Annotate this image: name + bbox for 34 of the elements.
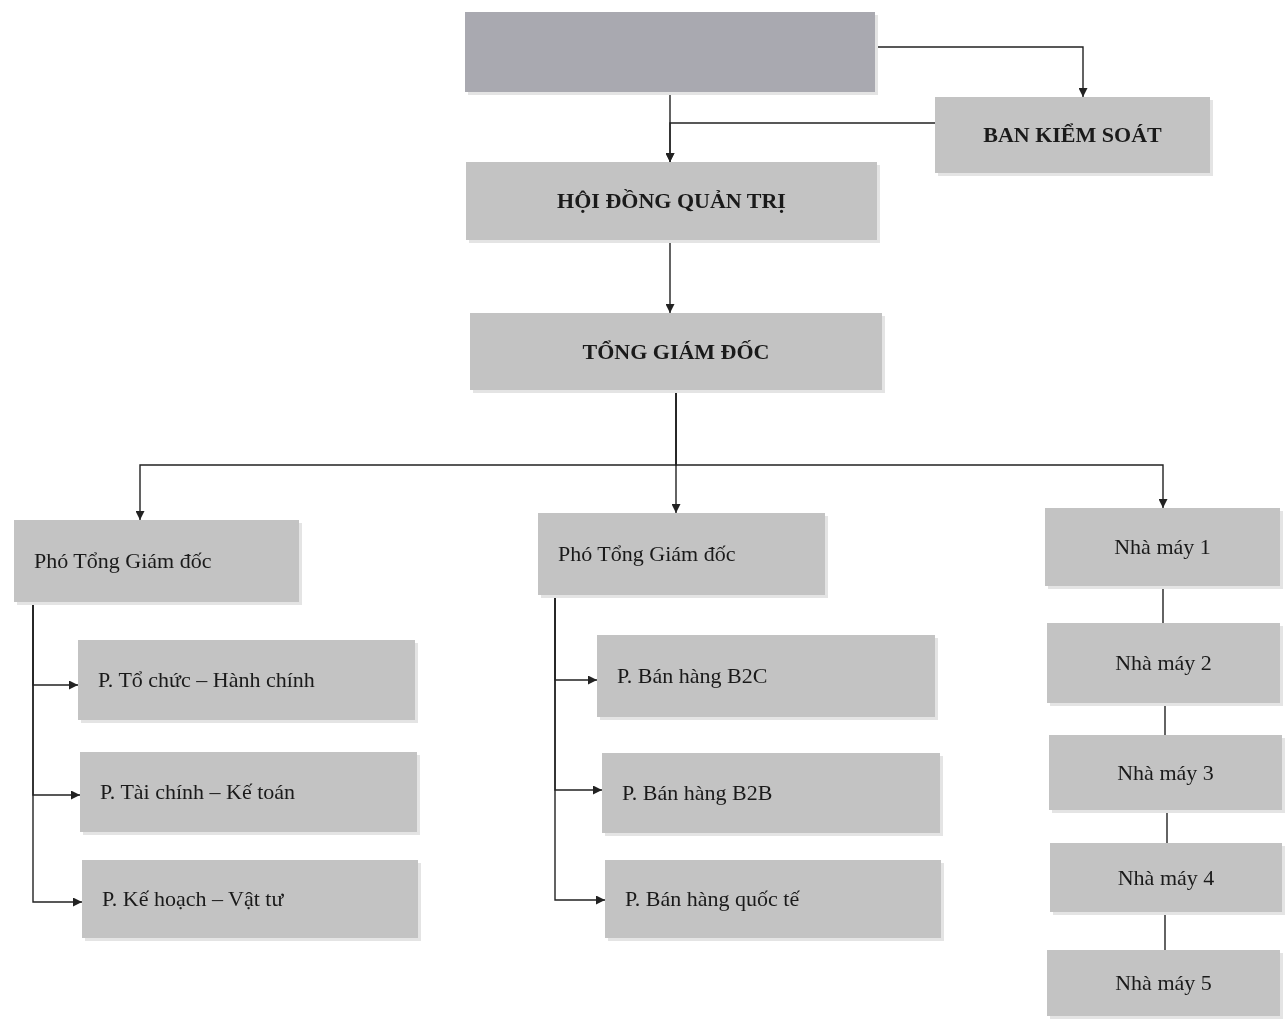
box-label: Nhà máy 5 xyxy=(1115,970,1212,996)
box-label: P. Bán hàng B2C xyxy=(617,663,768,689)
org-box xyxy=(466,162,877,240)
box-label: P. Tổ chức – Hành chính xyxy=(98,667,315,693)
box-label: HỘI ĐỒNG QUẢN TRỊ xyxy=(557,188,786,214)
org-box xyxy=(82,860,418,938)
org-box xyxy=(1050,843,1282,912)
org-box xyxy=(1049,735,1282,810)
box-label: P. Bán hàng B2B xyxy=(622,780,773,806)
box-label: Nhà máy 1 xyxy=(1114,534,1211,560)
org-box xyxy=(1045,508,1280,586)
org-box xyxy=(538,513,825,595)
org-box xyxy=(78,640,415,720)
box-label: Nhà máy 2 xyxy=(1115,650,1212,676)
org-box xyxy=(935,97,1210,173)
box-label: Phó Tổng Giám đốc xyxy=(34,548,212,574)
org-box xyxy=(1047,623,1280,703)
org-box xyxy=(80,752,417,832)
org-box xyxy=(597,635,935,717)
box-label: BAN KIỂM SOÁT xyxy=(983,122,1162,148)
org-box xyxy=(605,860,941,938)
box-label: Phó Tổng Giám đốc xyxy=(558,541,736,567)
box-label: P. Bán hàng quốc tế xyxy=(625,886,800,912)
arrow xyxy=(665,122,936,163)
org-box xyxy=(1047,950,1280,1016)
box-label: P. Kế hoạch – Vật tư xyxy=(102,886,284,912)
org-box xyxy=(470,313,882,390)
org-box xyxy=(602,753,940,833)
org-box xyxy=(14,520,299,602)
box-label: P. Tài chính – Kế toán xyxy=(100,779,296,805)
box-label: TỔNG GIÁM ĐỐC xyxy=(582,338,770,365)
box-label: Nhà máy 3 xyxy=(1117,759,1214,786)
box-label: Nhà máy 4 xyxy=(1117,864,1215,891)
blank-box xyxy=(465,12,875,92)
